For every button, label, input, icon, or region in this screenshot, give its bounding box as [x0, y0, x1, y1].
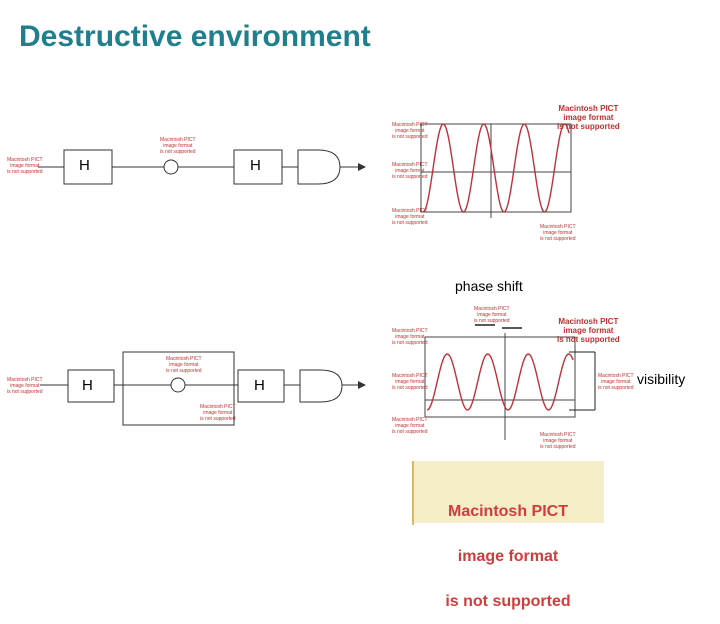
top-hadamard-1 [63, 149, 113, 185]
pict-tiny-bottom-mid: Macintosh PICT image format is not suppo… [166, 356, 202, 374]
bottom-wave-plot [424, 324, 596, 440]
bottom-h2-label: H [254, 377, 265, 394]
bottom-hadamard-2 [237, 369, 285, 403]
pict-tiny-top-mid: Macintosh PICT image format is not suppo… [160, 137, 196, 155]
top-h2-label: H [250, 157, 261, 174]
top-interferometer [38, 149, 366, 185]
top-detector [297, 149, 341, 185]
bottom-plot-frame [424, 336, 576, 418]
pict-tiny-top-axis3: Macintosh PICT image format is not suppo… [392, 208, 428, 226]
top-hadamard-2 [233, 149, 283, 185]
bottom-interferometer [40, 351, 366, 426]
bottom-upper-arm [122, 351, 235, 385]
top-wave-plot [420, 123, 572, 218]
pict-large-line3: is not supported [445, 593, 571, 610]
pict-tiny-bottom-right: Macintosh PICT image format is not suppo… [540, 432, 576, 450]
page-title: Destructive environment [19, 20, 371, 53]
pict-tiny-visibility: Macintosh PICT image format is not suppo… [598, 373, 634, 391]
pict-large-notice: Macintosh PICT image format is not suppo… [415, 474, 601, 624]
diagram-canvas [38, 123, 604, 525]
bottom-arrow-head [358, 381, 366, 389]
phase-shift-label: phase shift [455, 278, 523, 294]
pict-small-top: Macintosh PICT image format is not suppo… [557, 104, 620, 131]
bottom-lower-arm [122, 385, 235, 426]
pict-tiny-top-axis: Macintosh PICT image format is not suppo… [392, 122, 428, 140]
top-wave-curve [422, 123, 570, 213]
pict-tiny-phase: Macintosh PICT image format is not suppo… [474, 306, 510, 324]
bottom-hadamard-1 [67, 369, 115, 403]
top-h1-label: H [79, 157, 90, 174]
bottom-wave-curve [426, 353, 574, 411]
pict-tiny-bottom-low: Macintosh PICT image format is not suppo… [200, 404, 236, 422]
top-phase-element [163, 159, 179, 175]
pict-tiny-top-left: Macintosh PICT image format is not suppo… [7, 157, 43, 175]
pict-tiny-bottom-axis: Macintosh PICT image format is not suppo… [392, 328, 428, 346]
bottom-phase-element [170, 377, 186, 393]
bottom-detector [299, 369, 343, 403]
pict-tiny-bottom-axis2: Macintosh PICT image format is not suppo… [392, 373, 428, 391]
pict-tiny-top-bottom: Macintosh PICT image format is not suppo… [540, 224, 576, 242]
visibility-label: visibility [637, 371, 686, 387]
pict-placeholder-bg [412, 461, 604, 523]
pict-small-bottom: Macintosh PICT image format is not suppo… [557, 317, 620, 344]
pict-tiny-bottom-left: Macintosh PICT image format is not suppo… [7, 377, 43, 395]
pict-large-line2: image format [457, 548, 559, 565]
bottom-h1-label: H [82, 377, 93, 394]
pict-tiny-top-axis2: Macintosh PICT image format is not suppo… [392, 162, 428, 180]
top-plot-frame [420, 123, 572, 213]
pict-tiny-bottom-axis3: Macintosh PICT image format is not suppo… [392, 417, 428, 435]
top-arrow-head [358, 163, 366, 171]
pict-large-line1: Macintosh PICT [447, 503, 568, 520]
